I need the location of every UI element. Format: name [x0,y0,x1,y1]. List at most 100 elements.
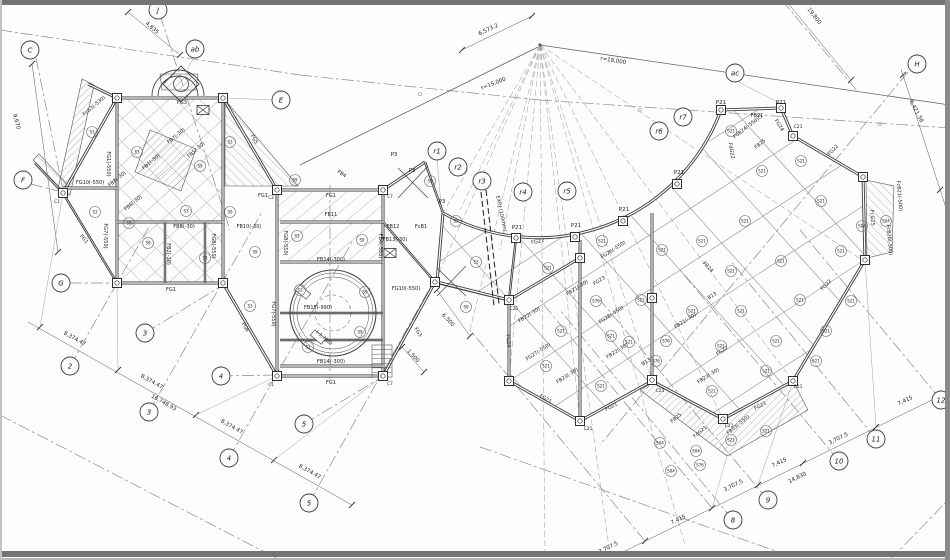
x-brace [436,267,467,297]
beam-label: FG1 [78,234,89,245]
beam-label: FcB1 [415,224,427,230]
dimension-line [27,321,353,506]
slab-mark-bubble [590,295,602,307]
column-bolt [790,133,796,139]
grid-bubble-label: 11 [872,436,881,444]
grid-bubble-label: 2 [68,363,73,371]
slab-mark-label: S21 [822,329,830,334]
dimension-line [614,391,949,557]
slab-mark-bubble [756,165,768,177]
radial-setout-line [539,44,546,556]
slab-mark-label: S9 [362,290,368,295]
beam-label: B13 [707,291,718,301]
beam-label: FG24 [504,334,511,348]
beam-core [792,259,866,382]
grid-bubble-label: ab [191,46,200,54]
slab-mark-bubble [686,305,698,317]
dimension-tick [799,459,807,467]
slab-mark-bubble [739,215,751,227]
beam-label: FB14(-300) [317,359,345,365]
column-node [858,172,868,182]
slab-mark-label: S21 [625,340,633,345]
column-node [788,376,798,386]
column-bolt [790,378,796,384]
slab-mark-bubble [660,335,672,347]
dimension-tick [420,368,428,376]
beam-label: FB4 [336,169,347,179]
radial-setout-line [508,44,541,382]
extension-line [226,97,273,101]
radial-setout-line [539,44,866,263]
dimension-line [900,68,947,209]
beam-label: FB14(-300) [317,257,345,263]
grid-centerline [559,309,734,521]
extension-line [864,259,877,428]
grid-bubble [725,63,745,83]
radial-setout-line [539,44,581,422]
slab-mark-label: S9 [197,164,203,169]
hatched-area [865,179,895,259]
beam-label: FB10(-30) [237,224,262,230]
slab-mark-label: S21 [607,334,615,339]
grid-bubble-label: 5 [302,421,307,429]
slab-mark-label: S21 [772,339,780,344]
border-bottom-outer [0,558,950,560]
beam-label: FG22 [531,238,545,246]
slab-mark-label: S3 [473,260,479,265]
dimension-label: 9,670 [11,113,21,130]
slab-mark-label: S21 [708,389,716,394]
dimension-tick [176,51,184,59]
hatched-area [134,129,197,192]
slab-mark-label: S21 [557,329,565,334]
column-bolt [114,95,120,101]
grid-centerline [35,57,64,191]
slab-mark-bubble [665,465,677,477]
grid-centerline [30,183,63,193]
grid-bubble [219,448,239,468]
grid-centerline [781,0,859,93]
slab-mark-bubble [249,246,261,258]
grid-bubble [448,157,468,177]
dimension-tick [936,186,944,194]
slab-mark-label: S21 [688,309,696,314]
column-label: P21 [674,170,684,176]
grid-bubble [185,39,205,59]
border-right [945,0,950,560]
grid-bubble-label: r7 [679,114,687,122]
grid-centerline [889,497,950,560]
extension-line [273,375,384,461]
column-node [860,255,870,265]
radial-setout-line [539,44,794,382]
slab-mark-label: S3 [297,288,303,293]
slab-mark-bubble [690,445,702,457]
slab-mark-bubble [356,234,368,246]
grid-bubble [557,181,577,201]
slab-mark-label: S21 [847,299,855,304]
node-label: C7 [387,381,393,386]
beam-core [862,176,866,261]
grid-bubble-label: 9 [766,497,771,505]
slab-mark-label: S3 [134,150,140,155]
slab-mark-label: S04 [692,449,700,454]
radial-setout-line [499,44,541,251]
slab-mark-bubble [289,174,301,186]
slab-mark-bubble [735,305,747,317]
column-bolt [274,373,280,379]
slab-mark-bubble [194,160,206,172]
slab-mark-label: S21 [762,369,770,374]
slab-mark-bubble [725,125,737,137]
beam-label: FG7(-550) [102,223,108,248]
beam-core [792,135,864,178]
slab-mark-label: S04 [858,224,866,229]
slab-mark-label: S21 [777,259,785,264]
column-label: P21 [716,100,726,106]
slab-mark-label: S21 [737,309,745,314]
beam-core [382,161,426,191]
beam-core [720,107,782,111]
slab-mark-label: S76 [592,299,600,304]
circular-pit-ring [292,272,374,354]
slab-mark-label: S9 [463,305,469,310]
slab-mark-bubble [794,294,806,306]
beam-label: FB4(-550) [377,234,383,259]
slab-mark-bubble [302,341,314,353]
